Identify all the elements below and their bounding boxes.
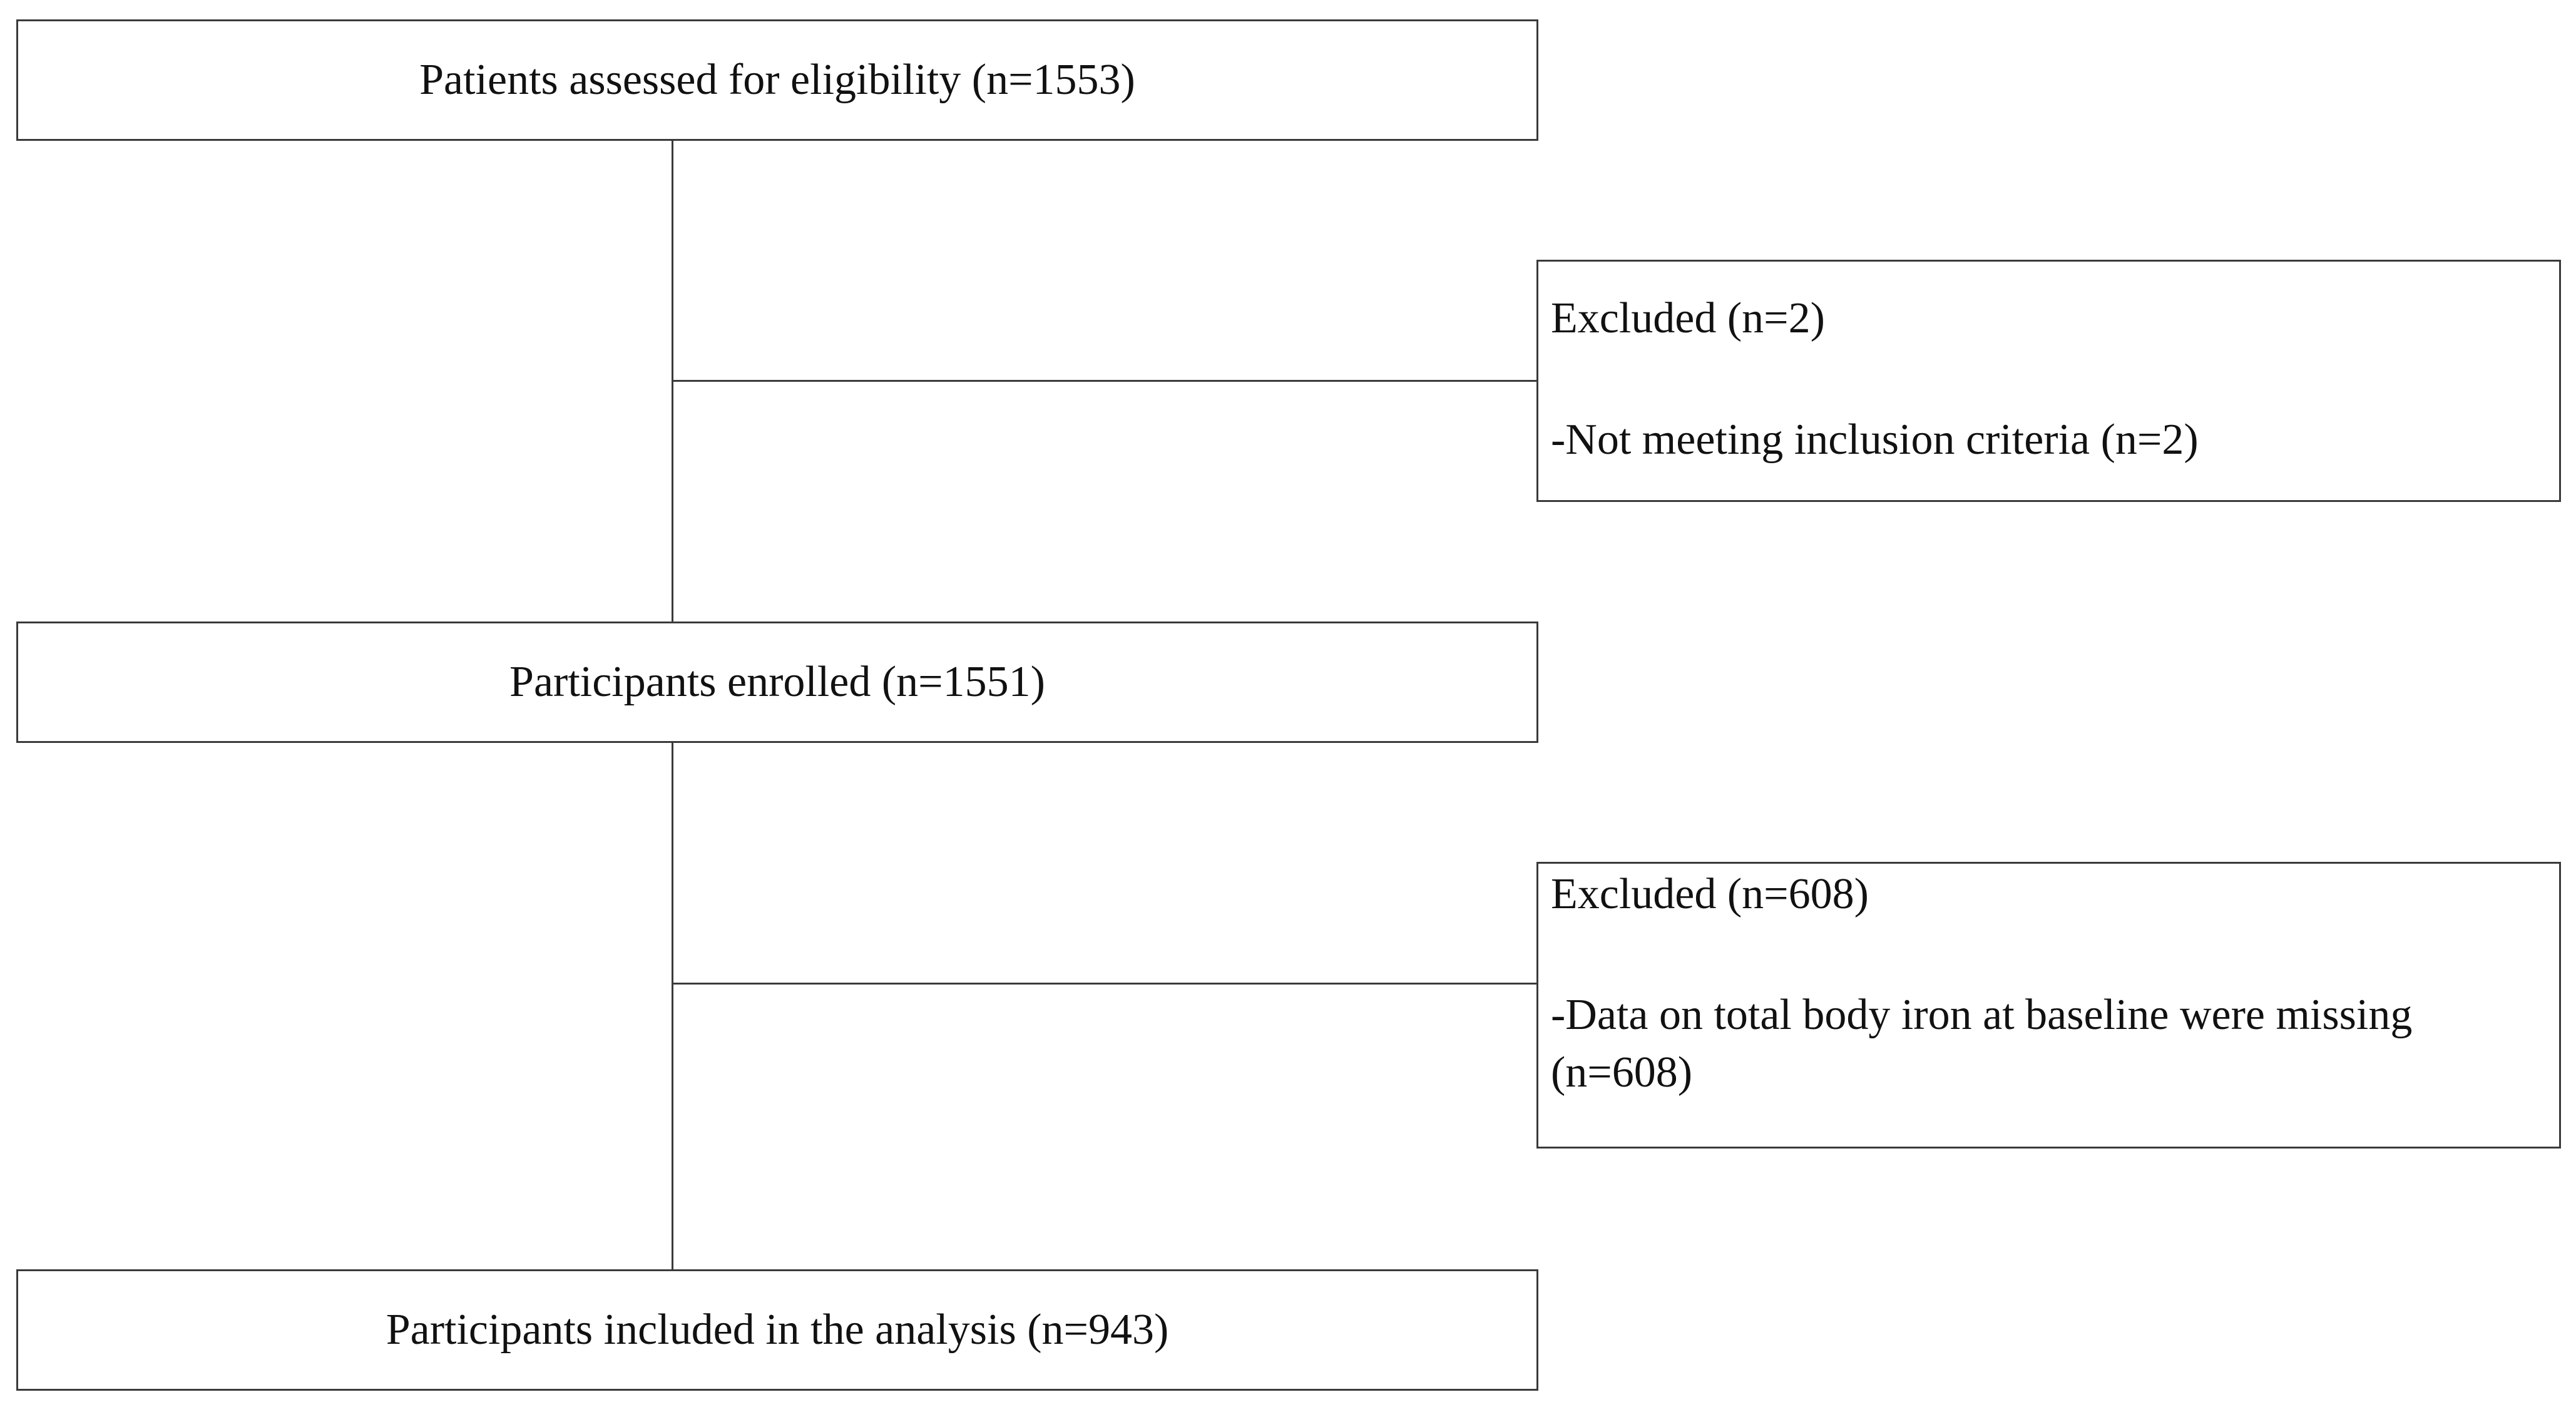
- connector-to-excluded-2: [672, 983, 1537, 985]
- connector-to-excluded-1: [672, 380, 1537, 382]
- excluded-1-heading: Excluded (n=2): [1551, 294, 1825, 342]
- excluded-1-reason: -Not meeting inclusion criteria (n=2): [1551, 416, 2199, 464]
- excluded-box-1: Excluded (n=2) -Not meeting inclusion cr…: [1536, 260, 2561, 502]
- connector-enrolled-to-included: [672, 742, 673, 1269]
- included-box: Participants included in the analysis (n…: [16, 1269, 1538, 1391]
- assessed-box: Patients assessed for eligibility (n=155…: [16, 19, 1538, 141]
- excluded-2-reason: -Data on total body iron at baseline wer…: [1551, 991, 2413, 1097]
- excluded-box-2: Excluded (n=608) -Data on total body iro…: [1536, 862, 2561, 1149]
- included-label: Participants included in the analysis (n…: [386, 1306, 1169, 1354]
- assessed-label: Patients assessed for eligibility (n=155…: [419, 56, 1135, 104]
- excluded-2-heading: Excluded (n=608): [1551, 870, 1869, 918]
- enrolled-label: Participants enrolled (n=1551): [509, 658, 1045, 706]
- enrolled-box: Participants enrolled (n=1551): [16, 622, 1538, 743]
